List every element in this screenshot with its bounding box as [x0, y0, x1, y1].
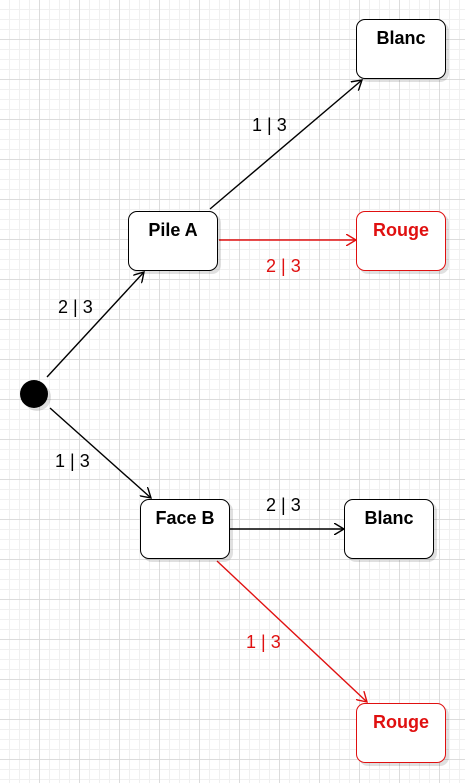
edge-label-pile-a-to-blanc: 1 | 3 [252, 115, 287, 135]
node-rouge-bottom[interactable]: Rouge [356, 703, 446, 763]
edge-start-to-pile-a [46, 272, 144, 378]
edge-label-face-b-to-rouge: 1 | 3 [246, 632, 281, 652]
node-rouge-bottom-label: Rouge [373, 712, 429, 732]
edge-pile-a-to-blanc [209, 80, 362, 210]
node-face-b[interactable]: Face B [140, 499, 230, 559]
edge-start-to-face-b [49, 407, 151, 498]
node-face-b-label: Face B [155, 508, 215, 528]
node-blanc-top-label: Blanc [376, 28, 426, 48]
node-blanc-bottom-label: Blanc [364, 508, 414, 528]
initial-state-dot [20, 380, 48, 408]
edge-label-start-to-face-b: 1 | 3 [55, 451, 90, 471]
node-pile-a[interactable]: Pile A [128, 211, 218, 271]
edge-label-face-b-to-blanc: 2 | 3 [266, 495, 301, 515]
node-pile-a-label: Pile A [148, 220, 198, 240]
node-rouge-top[interactable]: Rouge [356, 211, 446, 271]
edge-label-start-to-pile-a: 2 | 3 [58, 297, 93, 317]
edge-label-pile-a-to-rouge: 2 | 3 [266, 256, 301, 276]
edge-face-b-to-rouge [216, 560, 367, 702]
node-blanc-top[interactable]: Blanc [356, 19, 446, 79]
node-blanc-bottom[interactable]: Blanc [344, 499, 434, 559]
node-rouge-top-label: Rouge [373, 220, 429, 240]
